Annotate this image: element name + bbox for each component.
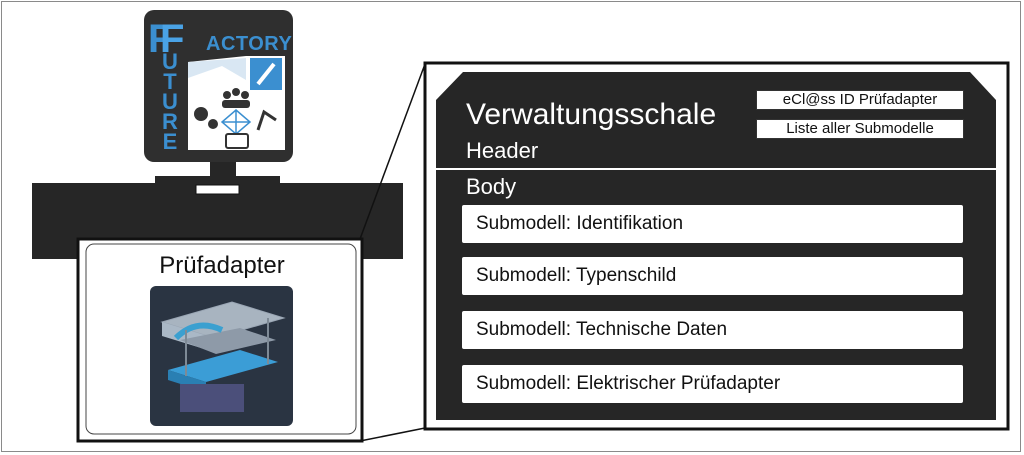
logo-future-text: UTURE <box>162 49 178 154</box>
adapter-title: Prüfadapter <box>159 252 285 279</box>
header-item-submodel-list: Liste aller Submodelle <box>756 119 964 139</box>
aas-body-label: Body <box>466 174 517 199</box>
submodel-elektrischer-pruefadapter: Submodell: Elektrischer Prüfadapter <box>462 365 963 403</box>
logo-gears-icon <box>194 107 218 129</box>
logo-letter-f-overlap: F <box>160 17 184 61</box>
logo-s-mark <box>256 62 276 86</box>
monitor-stand <box>210 158 236 176</box>
zoom-line-top <box>359 63 426 240</box>
zoom-line-bottom <box>359 427 426 442</box>
submodel-identifikation: Submodell: Identifikation <box>462 205 963 243</box>
logo-factory-text: ACTORY <box>206 33 293 55</box>
aas-header-label: Header <box>466 138 539 163</box>
submodel-technische-daten: Submodell: Technische Daten <box>462 311 963 349</box>
logo-phone-icon <box>225 133 249 149</box>
logo-people-icon <box>222 88 250 108</box>
header-item-eclass-id: eCl@ss ID Prüfadapter <box>756 90 964 110</box>
adapter-device-image <box>160 301 286 412</box>
logo-letter-f: F <box>148 17 172 61</box>
logo-robot-arm-icon <box>256 109 277 131</box>
machine-slot <box>195 184 240 195</box>
aas-title: Verwaltungsschale <box>466 98 717 131</box>
submodel-typenschild: Submodell: Typenschild <box>462 257 963 295</box>
logo-roof-shape <box>188 58 246 80</box>
